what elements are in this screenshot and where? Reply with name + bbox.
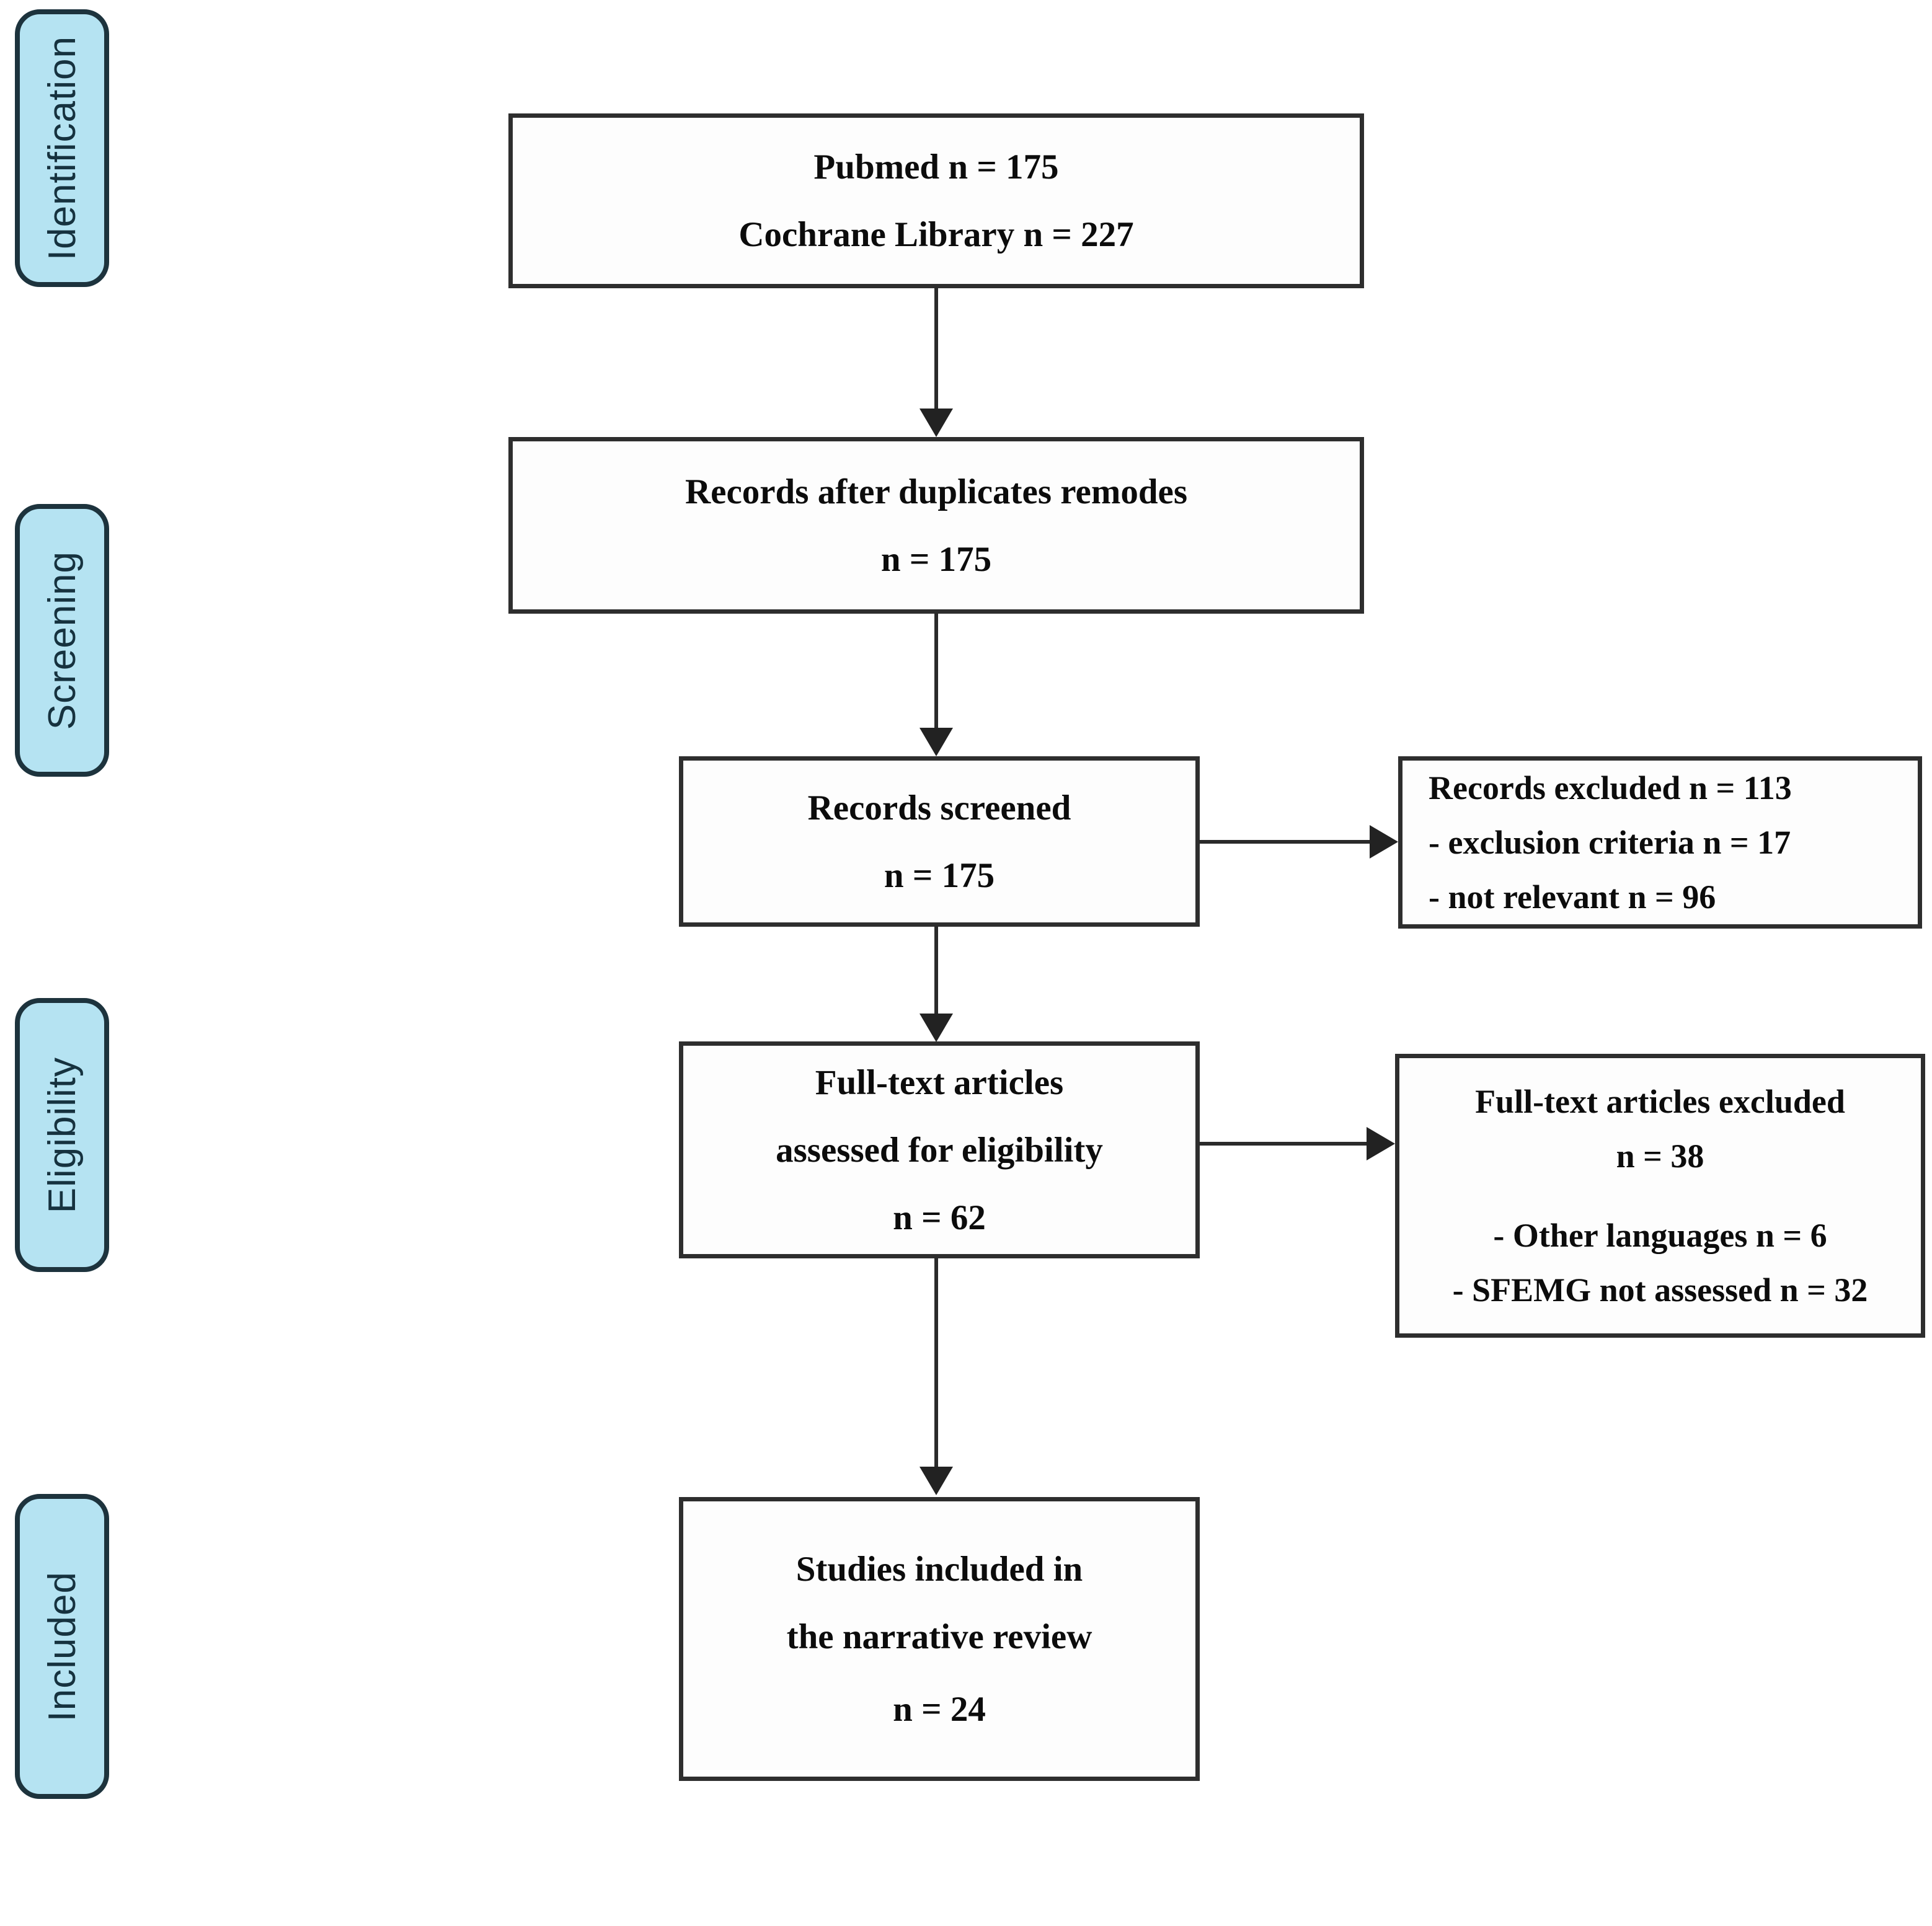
arrow-shaft xyxy=(934,612,938,729)
arrow-shaft xyxy=(934,925,938,1015)
stage-tab-label: Identification xyxy=(40,35,84,261)
arrow-right-icon xyxy=(1370,825,1398,859)
node-text-line: Records excluded n = 113 xyxy=(1429,769,1792,806)
stage-tab-identification: Identification xyxy=(15,9,109,287)
stage-tab-included: Included xyxy=(15,1494,109,1799)
node-records-screened: Records screened n = 175 xyxy=(679,756,1200,927)
node-identification-sources: Pubmed n = 175 Cochrane Library n = 227 xyxy=(508,113,1364,288)
node-records-excluded: Records excluded n = 113 - exclusion cri… xyxy=(1398,756,1922,929)
node-text-line: Cochrane Library n = 227 xyxy=(738,215,1134,254)
node-fulltext-excluded: Full-text articles excluded n = 38 - Oth… xyxy=(1395,1054,1925,1338)
arrow-shaft xyxy=(1199,840,1371,844)
node-text-line: n = 38 xyxy=(1616,1137,1704,1175)
arrow-shaft xyxy=(934,1257,938,1468)
arrow-shaft xyxy=(1199,1142,1368,1146)
node-fulltext-assessed: Full-text articles assessed for eligibil… xyxy=(679,1041,1200,1258)
node-text-line: - not relevant n = 96 xyxy=(1429,878,1716,916)
node-text-line: Records after duplicates remodes xyxy=(685,472,1187,511)
node-text-line: - Other languages n = 6 xyxy=(1493,1217,1827,1254)
stage-tab-label: Screening xyxy=(40,550,84,730)
node-studies-included: Studies included in the narrative review… xyxy=(679,1497,1200,1781)
node-text-line: - exclusion criteria n = 17 xyxy=(1429,824,1791,861)
stage-tab-label: Eligibility xyxy=(40,1056,84,1214)
node-text-line: Pubmed n = 175 xyxy=(813,148,1059,187)
node-text-line: Full-text articles xyxy=(815,1062,1064,1102)
stage-tab-screening: Screening xyxy=(15,504,109,777)
arrow-right-icon xyxy=(1367,1127,1395,1160)
node-text-line: Records screened xyxy=(807,788,1071,828)
arrow-down-icon xyxy=(919,728,953,756)
arrow-shaft xyxy=(934,287,938,410)
node-text-line: n = 24 xyxy=(893,1689,986,1729)
stage-tab-label: Included xyxy=(40,1571,84,1722)
arrow-down-icon xyxy=(919,409,953,437)
node-text-line: n = 175 xyxy=(884,855,995,895)
node-text-line: - SFEMG not assessed n = 32 xyxy=(1452,1271,1868,1309)
node-duplicates-removed: Records after duplicates remodes n = 175 xyxy=(508,437,1364,614)
node-text-line: Studies included in xyxy=(795,1549,1083,1589)
arrow-down-icon xyxy=(919,1014,953,1042)
node-text-line: n = 175 xyxy=(880,539,992,579)
stage-tab-eligibility: Eligibility xyxy=(15,998,109,1272)
node-text-line: assessed for eligibility xyxy=(776,1130,1103,1170)
node-text-line: Full-text articles excluded xyxy=(1475,1083,1845,1120)
arrow-down-icon xyxy=(919,1467,953,1495)
node-text-line: the narrative review xyxy=(786,1617,1092,1656)
node-text-line: n = 62 xyxy=(893,1198,986,1237)
